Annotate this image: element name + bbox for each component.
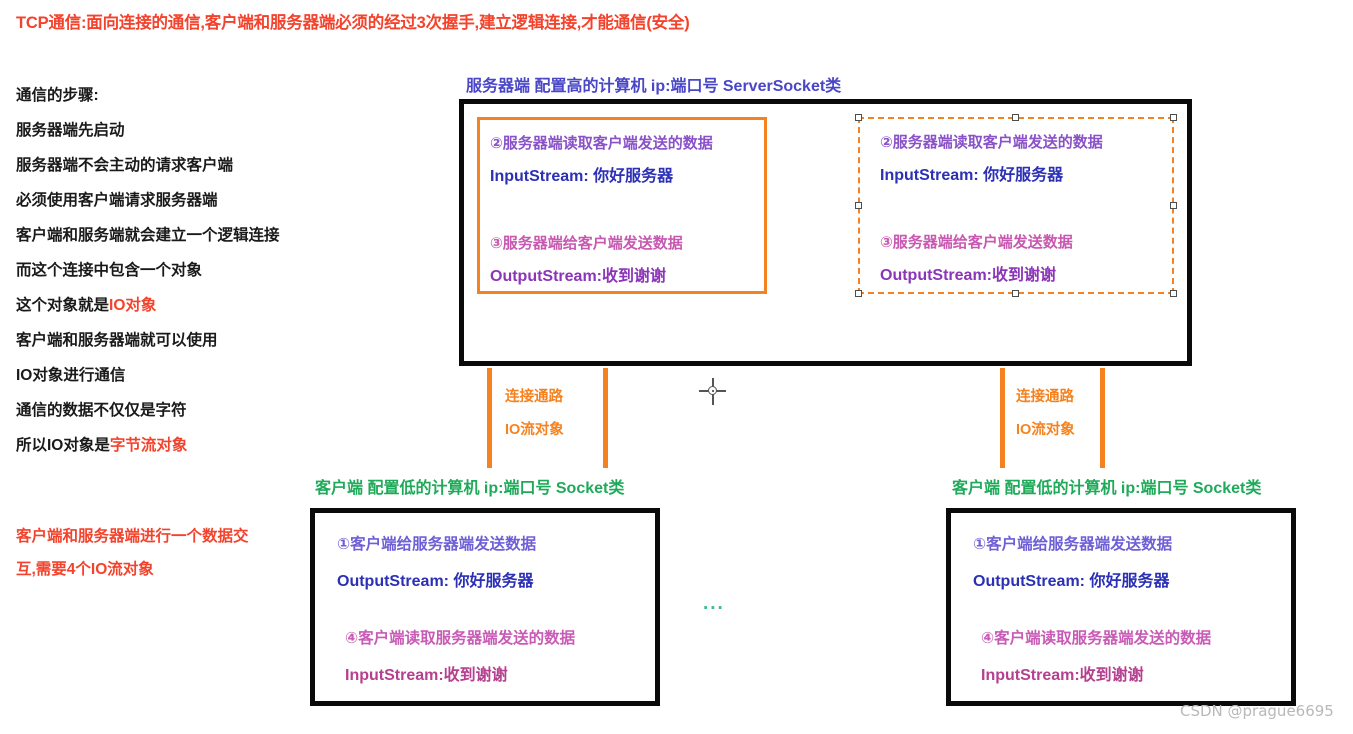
- notes-emphasis-block: 客户端和服务器端进行一个数据交 互,需要4个IO流对象: [16, 520, 316, 586]
- note-line: 通信的数据不仅仅是字符: [16, 402, 187, 419]
- note-line: 服务器端先启动: [16, 122, 125, 139]
- emphasis-line: 客户端和服务器端进行一个数据交: [16, 528, 249, 545]
- notes-list: 通信的步骤: 服务器端先启动 服务器端不会主动的请求客户端 必须使用客户端请求服…: [16, 78, 316, 463]
- connection-channel-right: 连接通路 IO流对象: [1000, 368, 1140, 468]
- server-step-read-label: ②服务器端读取客户端发送的数据: [880, 134, 1103, 151]
- note-highlight: 字节流对象: [109, 437, 188, 454]
- spacer: [490, 194, 758, 228]
- client-frame-left: ①客户端给服务器端发送数据 OutputStream: 你好服务器 ④客户端读取…: [310, 508, 660, 706]
- client-frame-right: ①客户端给服务器端发送数据 OutputStream: 你好服务器 ④客户端读取…: [946, 508, 1296, 706]
- note-line: 必须使用客户端请求服务器端: [16, 192, 218, 209]
- client-lines-left: ①客户端给服务器端发送数据 OutputStream: 你好服务器 ④客户端读取…: [337, 527, 575, 695]
- server-heading: 服务器端 配置高的计算机 ip:端口号 ServerSocket类: [466, 78, 842, 95]
- server-stream-lines-right: ②服务器端读取客户端发送的数据 InputStream: 你好服务器 ③服务器端…: [880, 127, 1166, 293]
- server-frame: ②服务器端读取客户端发送的数据 InputStream: 你好服务器 ③服务器端…: [459, 99, 1192, 366]
- resize-handle-s[interactable]: [1012, 290, 1019, 297]
- server-step-send-label: ③服务器端给客户端发送数据: [880, 234, 1073, 251]
- channel-label-top: 连接通路: [505, 389, 563, 405]
- server-stream-lines-left: ②服务器端读取客户端发送的数据 InputStream: 你好服务器 ③服务器端…: [490, 128, 758, 294]
- crosshair-center-dot: [711, 389, 714, 392]
- server-stream-box-left[interactable]: ②服务器端读取客户端发送的数据 InputStream: 你好服务器 ③服务器端…: [477, 117, 767, 294]
- channel-bar-right: [603, 368, 608, 468]
- resize-handle-n[interactable]: [1012, 114, 1019, 121]
- client-outputstream-label: OutputStream: 你好服务器: [973, 573, 1170, 590]
- client-step-read-label: ④客户端读取服务器端发送的数据: [345, 630, 576, 647]
- resize-handle-ne[interactable]: [1170, 114, 1177, 121]
- resize-handle-se[interactable]: [1170, 290, 1177, 297]
- channel-bar-right: [1100, 368, 1105, 468]
- note-line: 服务器端不会主动的请求客户端: [16, 157, 234, 174]
- ellipsis-separator: ...: [703, 593, 725, 614]
- spacer: [880, 193, 1166, 227]
- crosshair-icon: [699, 378, 726, 405]
- note-line: IO对象进行通信: [16, 367, 126, 384]
- note-line: 通信的步骤:: [16, 87, 99, 104]
- connection-channel-left: 连接通路 IO流对象: [487, 368, 627, 468]
- spacer: [973, 601, 1211, 621]
- server-step-read-label: ②服务器端读取客户端发送的数据: [490, 135, 713, 152]
- note-line: 客户端和服务器端就可以使用: [16, 332, 218, 349]
- resize-handle-w[interactable]: [855, 202, 862, 209]
- client-step-send-label: ①客户端给服务器端发送数据: [337, 536, 537, 553]
- resize-handle-sw[interactable]: [855, 290, 862, 297]
- client-outputstream-label: OutputStream: 你好服务器: [337, 573, 534, 590]
- channel-label-bottom: IO流对象: [1016, 422, 1075, 438]
- server-stream-box-right[interactable]: ②服务器端读取客户端发送的数据 InputStream: 你好服务器 ③服务器端…: [855, 114, 1177, 297]
- client-step-read-label: ④客户端读取服务器端发送的数据: [981, 630, 1212, 647]
- channel-bar-left: [487, 368, 492, 468]
- client-heading-left: 客户端 配置低的计算机 ip:端口号 Socket类: [315, 480, 625, 497]
- note-line: 而这个连接中包含一个对象: [16, 262, 203, 279]
- page-title: TCP通信:面向连接的通信,客户端和服务器端必须的经过3次握手,建立逻辑连接,才…: [16, 14, 690, 32]
- client-heading-right: 客户端 配置低的计算机 ip:端口号 Socket类: [952, 480, 1262, 497]
- note-highlight: IO对象: [109, 297, 157, 314]
- note-line: 客户端和服务端就会建立一个逻辑连接: [16, 227, 280, 244]
- server-outputstream-label: OutputStream:收到谢谢: [880, 267, 1057, 284]
- server-inputstream-label: InputStream: 你好服务器: [880, 167, 1064, 184]
- channel-bar-left: [1000, 368, 1005, 468]
- watermark: CSDN @prague6695: [1180, 702, 1334, 720]
- resize-handle-nw[interactable]: [855, 114, 862, 121]
- channel-label-top: 连接通路: [1016, 389, 1074, 405]
- server-step-send-label: ③服务器端给客户端发送数据: [490, 235, 683, 252]
- server-outputstream-label: OutputStream:收到谢谢: [490, 268, 667, 285]
- server-inputstream-label: InputStream: 你好服务器: [490, 168, 674, 185]
- note-line: 这个对象就是IO对象: [16, 297, 157, 314]
- client-step-send-label: ①客户端给服务器端发送数据: [973, 536, 1173, 553]
- spacer: [337, 601, 575, 621]
- resize-handle-e[interactable]: [1170, 202, 1177, 209]
- channel-label-bottom: IO流对象: [505, 422, 564, 438]
- client-inputstream-label: InputStream:收到谢谢: [345, 667, 508, 684]
- emphasis-line: 互,需要4个IO流对象: [16, 561, 154, 578]
- client-inputstream-label: InputStream:收到谢谢: [981, 667, 1144, 684]
- client-lines-right: ①客户端给服务器端发送数据 OutputStream: 你好服务器 ④客户端读取…: [973, 527, 1211, 695]
- note-line: 所以IO对象是字节流对象: [16, 437, 188, 454]
